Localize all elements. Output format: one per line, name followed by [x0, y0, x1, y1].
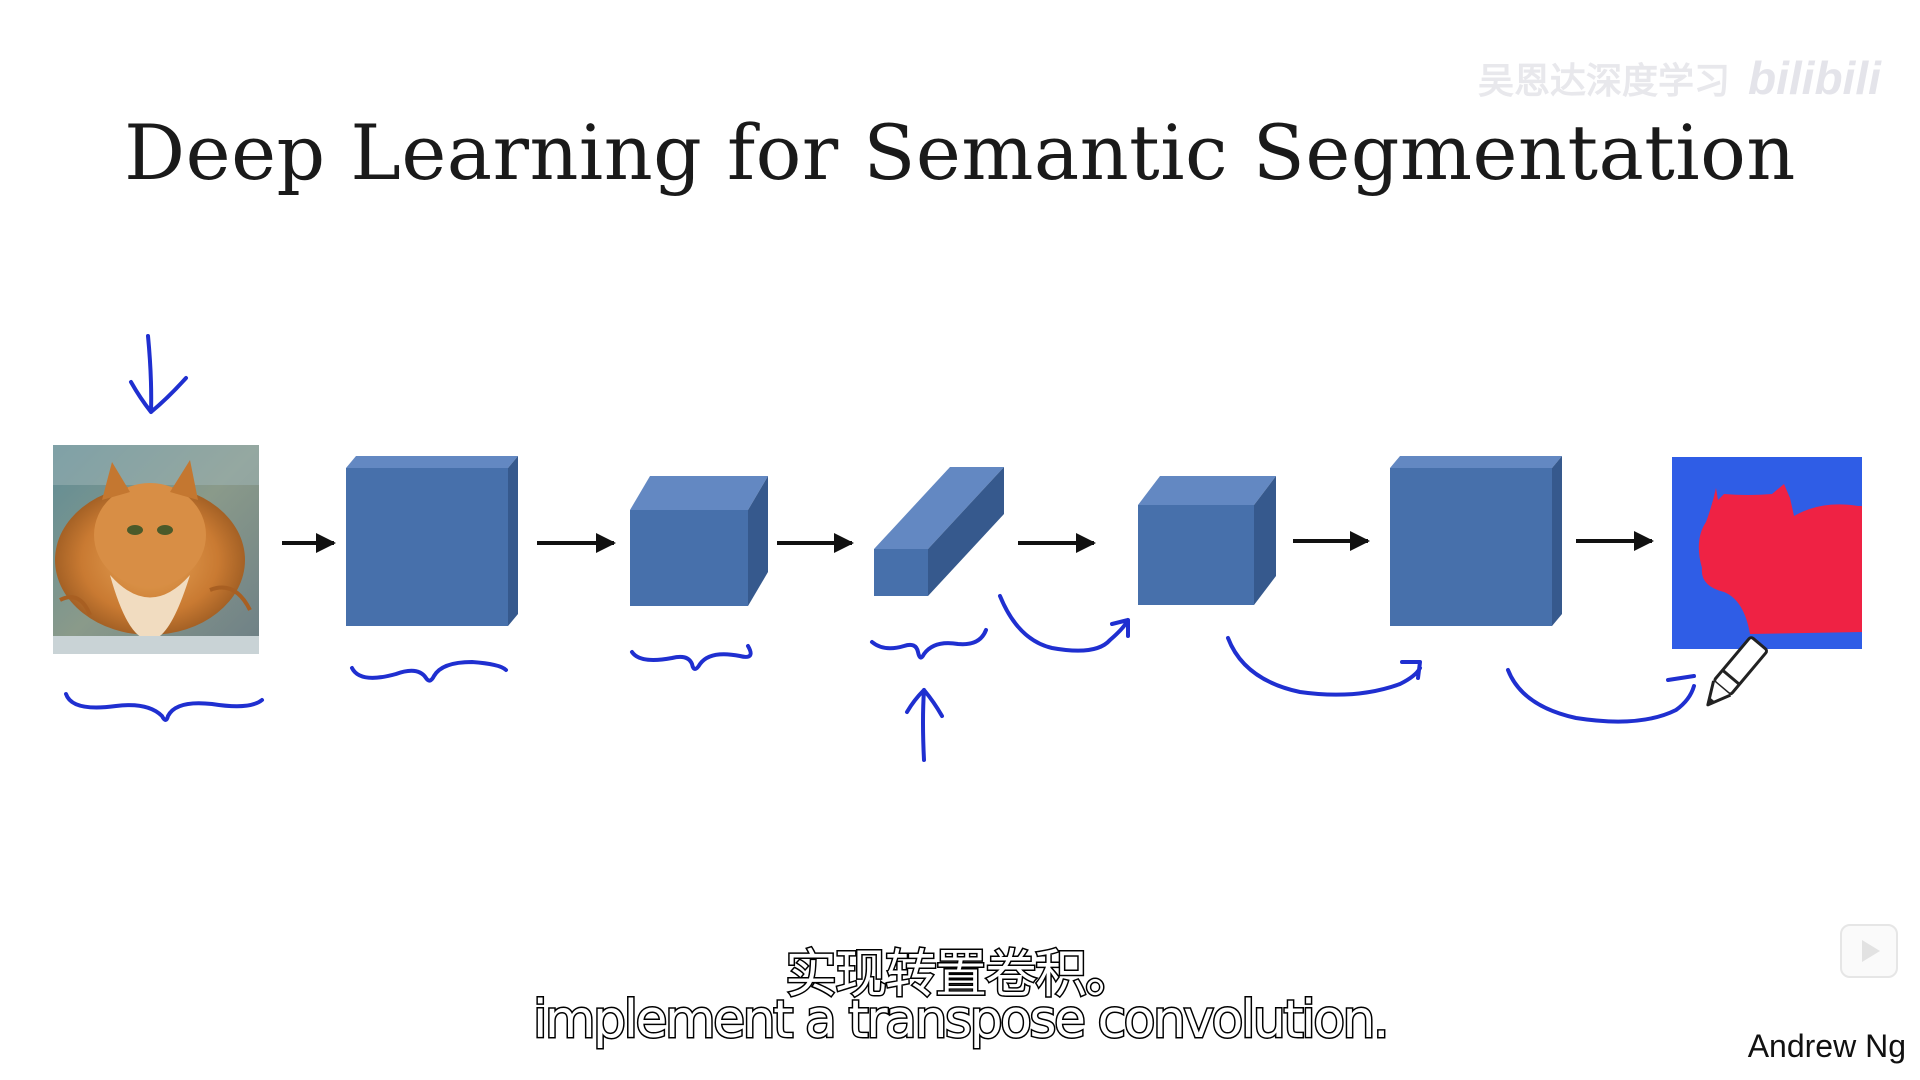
watermark: 吴恩达深度学习 bilibili: [1478, 48, 1881, 108]
ink-down-arrow: [129, 334, 188, 414]
ink-brace-1: [64, 692, 264, 722]
ink-brace-4: [870, 628, 988, 660]
input-image: [53, 445, 259, 654]
slide-title: Deep Learning for Semantic Segmentation: [124, 108, 1796, 197]
play-icon: [1862, 940, 1880, 962]
pencil-icon[interactable]: [1699, 636, 1768, 711]
conv-block-2: [630, 476, 768, 606]
ink-brace-2: [350, 660, 508, 683]
ink-up-arrow: [905, 688, 944, 762]
transpose-block-1: [1138, 476, 1276, 605]
watermark-text: 吴恩达深度学习: [1478, 60, 1731, 101]
transpose-block-2: [1390, 456, 1562, 626]
ink-brace-3: [630, 644, 753, 671]
ink-curve-3: [1506, 668, 1696, 724]
author-name: Andrew Ng: [1747, 1028, 1906, 1064]
ink-curve-2: [1226, 636, 1422, 697]
play-button[interactable]: [1840, 924, 1898, 978]
conv-block-1: [346, 456, 518, 626]
subtitle-en: implement a transpose convolution.: [531, 989, 1391, 1052]
ink-annotations: [64, 334, 1696, 762]
flow-arrows: [282, 531, 1654, 553]
subtitle-zh: 实现转置卷积。: [783, 944, 1138, 1007]
output-mask: [1672, 457, 1862, 649]
watermark-brand: bilibili: [1748, 52, 1881, 104]
bottleneck-block: [874, 467, 1004, 596]
ink-curve-1: [998, 594, 1130, 653]
